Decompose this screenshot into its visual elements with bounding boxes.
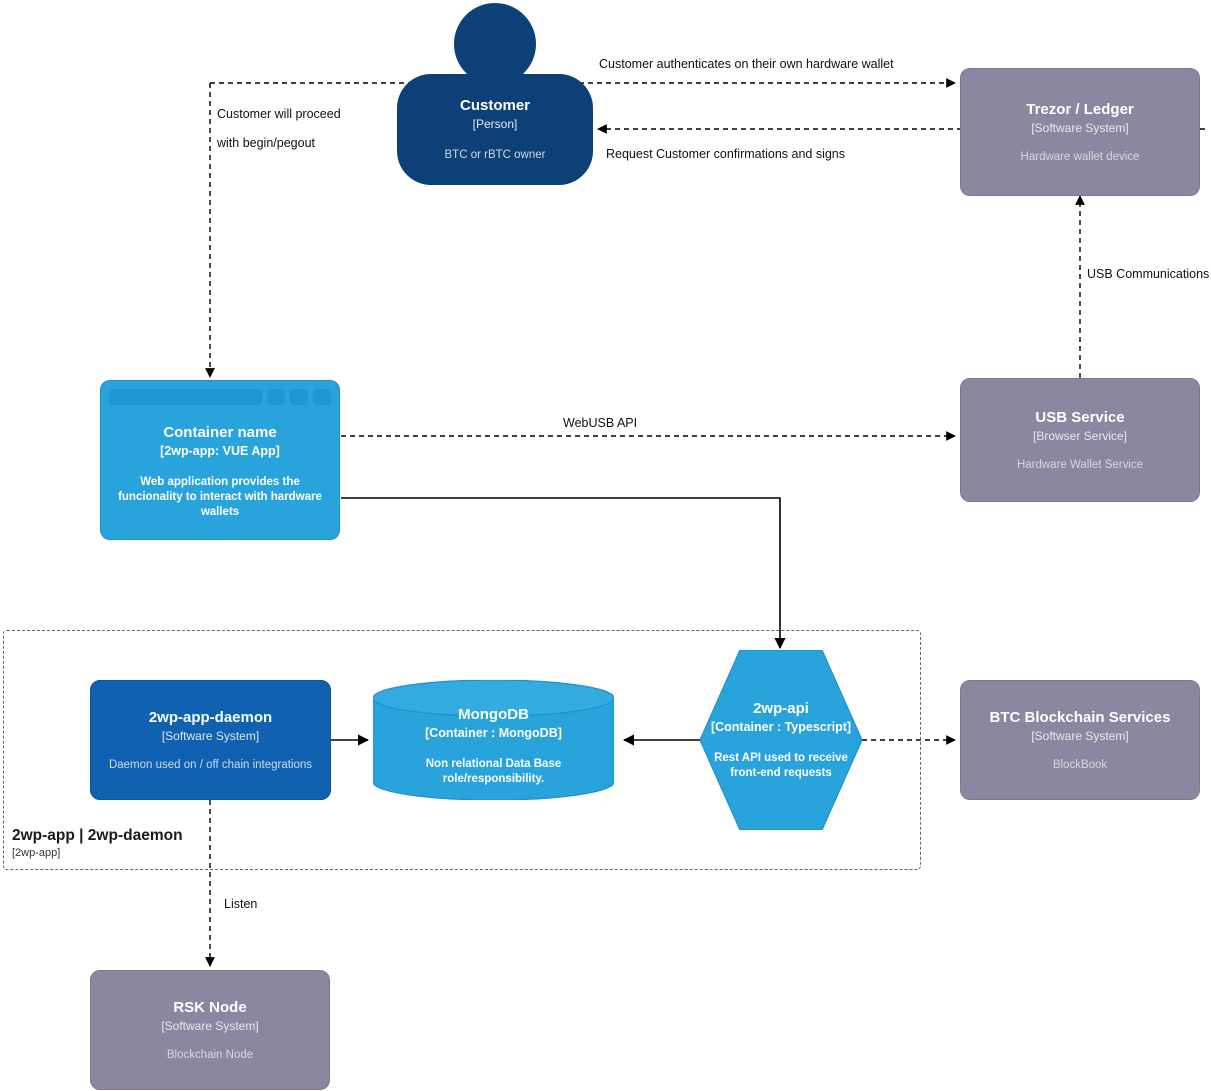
person-body: Customer [Person] BTC or rBTC owner [397,74,593,185]
node-type: [Software System] [1031,120,1129,135]
edge-label-listen: Listen [224,897,258,911]
node-description: Hardware Wallet Service [1016,458,1144,471]
edge-container-to-api [341,497,786,650]
node-description: BlockBook [1052,758,1108,771]
node-mongodb[interactable]: MongoDB [Container : MongoDB] Non relati… [373,680,614,800]
edge-label-webusb-api: WebUSB API [563,416,638,430]
node-description: Blockchain Node [166,1048,254,1061]
hexagon-text: 2wp-api [Container : Typescript] Rest AP… [670,650,892,830]
node-customer[interactable]: Customer [Person] BTC or rBTC owner [397,3,593,185]
browser-chrome [109,389,331,405]
browser-control-icon [267,389,285,405]
node-trezor-ledger[interactable]: Trezor / Ledger [Software System] Hardwa… [960,68,1200,196]
edge-label-customer-to-app-line2: with begin/pegout [217,136,315,150]
node-title: 2wp-app-daemon [148,708,273,726]
edge-label-customer-to-app-line1: Customer will proceed [217,107,341,121]
node-title: MongoDB [458,706,529,723]
node-type: [Software System] [161,728,260,743]
node-title: RSK Node [173,998,247,1016]
node-usb-service[interactable]: USB Service [Browser Service] Hardware W… [960,378,1200,502]
node-description: Non relational Data Base role/responsibi… [425,758,562,785]
node-type: [Container : Typescript] [710,720,852,734]
browser-urlbar [109,389,262,405]
node-title: BTC Blockchain Services [989,708,1171,726]
node-2wp-app-daemon[interactable]: 2wp-app-daemon [Software System] Daemon … [90,680,331,800]
node-description: Rest API used to receive front-end reque… [714,752,848,779]
boundary-2wp-app [3,630,921,870]
node-description: Hardware wallet device [1020,150,1140,163]
edge-label-usb-communications: USB Communications [1087,267,1210,281]
edge-label-customer-to-trezor: Customer authenticates on their own hard… [599,57,894,71]
browser-control-icon [313,389,331,405]
boundary-name: 2wp-app | 2wp-daemon [12,827,183,844]
browser-body: Container name [2wp-app: VUE App] Web ap… [109,411,331,531]
node-description: Daemon used on / off chain integrations [108,758,313,771]
node-type: [Software System] [161,1018,259,1033]
node-description: BTC or rBTC owner [444,149,546,161]
node-container-name[interactable]: Container name [2wp-app: VUE App] Web ap… [100,380,340,540]
cylinder-text: MongoDB [Container : MongoDB] Non relati… [373,706,614,786]
node-title: USB Service [1035,408,1125,426]
boundary-label: 2wp-app | 2wp-daemon [2wp-app] [12,826,183,861]
node-type: [2wp-app: VUE App] [160,443,280,458]
node-type: [Browser Service] [1032,428,1128,443]
node-title: 2wp-api [753,700,809,717]
node-description: Web application provides the funcionalit… [118,475,322,518]
edge-label-trezor-to-customer: Request Customer confirmations and signs [606,147,846,161]
node-type: [Container : MongoDB] [425,726,562,740]
node-title: Customer [459,97,530,114]
cylinder-shape [373,680,614,800]
node-title: Trezor / Ledger [1026,100,1134,118]
node-rsk-node[interactable]: RSK Node [Software System] Blockchain No… [90,970,330,1090]
node-type: [Software System] [1031,728,1129,743]
boundary-type: [2wp-app] [12,847,61,859]
node-btc-blockchain-services[interactable]: BTC Blockchain Services [Software System… [960,680,1200,800]
hexagon-shape [700,650,862,830]
person-head-icon [454,3,536,85]
node-title: Container name [163,423,277,441]
browser-control-icon [290,389,308,405]
node-type: [Person] [472,117,518,131]
node-2wp-api[interactable]: 2wp-api [Container : Typescript] Rest AP… [700,650,862,830]
